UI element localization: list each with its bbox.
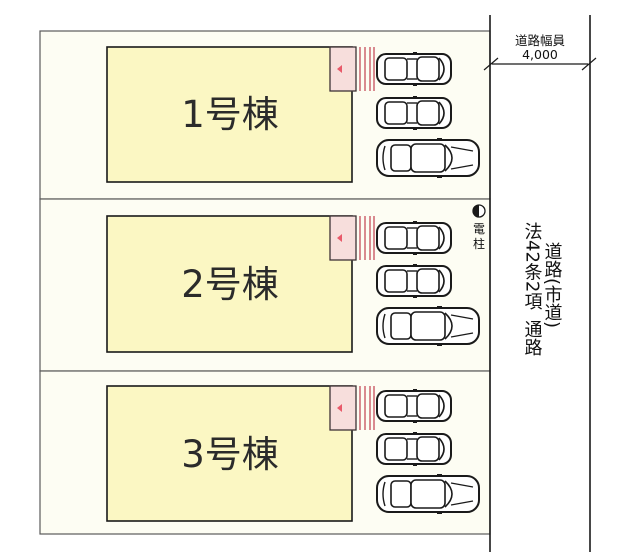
car-icon (376, 305, 480, 347)
utility-pole-label-1: 電 (473, 222, 485, 236)
car-icon (376, 220, 452, 256)
road-width-value: 4,000 (522, 47, 558, 62)
lot-1-label: 1号棟 (181, 93, 279, 136)
car-icon (376, 95, 452, 131)
building-1 (106, 46, 353, 183)
lot-2-label: 2号棟 (181, 263, 279, 306)
car-icon (376, 388, 452, 424)
road-legal-text-col3: 通路 (522, 320, 543, 356)
utility-pole-label-2: 柱 (473, 236, 485, 251)
building-3 (106, 385, 353, 522)
car-icon (376, 263, 452, 299)
car-icon (376, 431, 452, 467)
road-width-label: 道路幅員 (515, 33, 566, 48)
road-legal-text-col2: 道路(市道) (542, 242, 563, 328)
utility-pole-icon (472, 204, 486, 218)
building-2 (106, 215, 353, 353)
car-icon (376, 51, 452, 87)
car-icon (376, 473, 480, 515)
road-legal-text-col1: 法42条2項 (522, 222, 543, 311)
car-icon (376, 137, 480, 179)
lot-3-label: 3号棟 (181, 433, 279, 476)
